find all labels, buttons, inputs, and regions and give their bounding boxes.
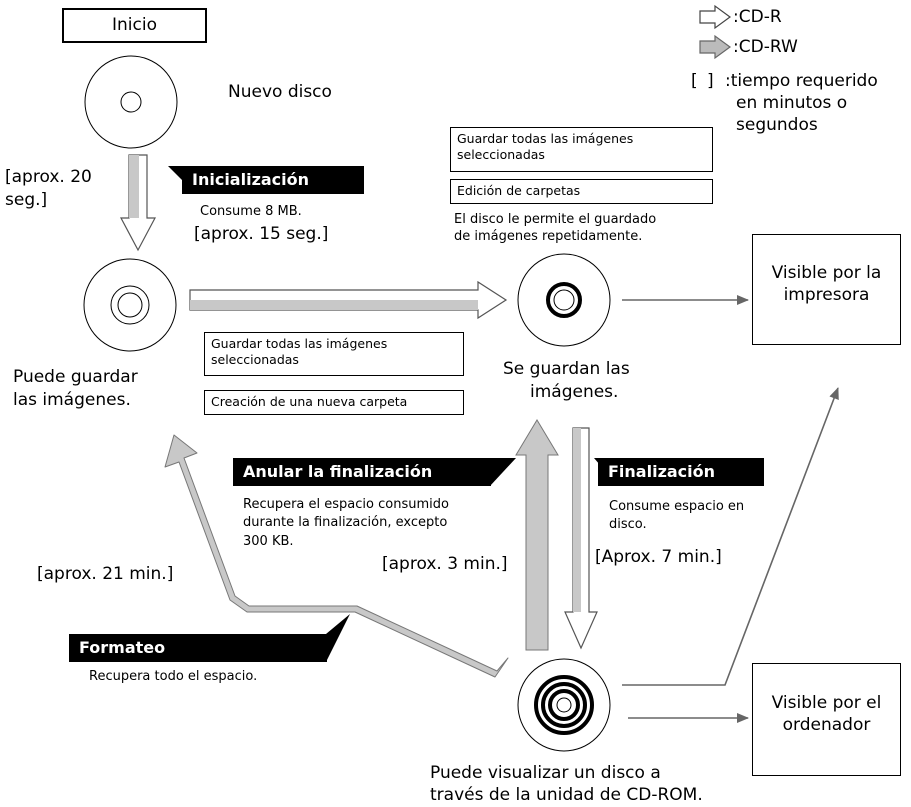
format-tag-notch	[326, 614, 350, 662]
init-cdrw-arrow	[129, 155, 139, 218]
legend-cdrw-label: :CD-RW	[733, 37, 798, 57]
finalize-desc-2: disco.	[609, 517, 647, 532]
new-disc-icon	[84, 55, 178, 149]
init-desc: Consume 8 MB.	[200, 204, 302, 219]
format-time: [aprox. 21 min.]	[37, 564, 174, 584]
saved-action-2: Edición de carpetas	[457, 183, 581, 198]
unfinalize-desc-2: durante la finalización, excepto	[243, 515, 448, 530]
ready-action-box-2: Creación de una nueva carpeta	[204, 390, 464, 415]
saved-disc-icon	[517, 253, 611, 347]
saved-note-1: El disco le permite el guardado	[454, 212, 657, 227]
finalize-cdrw-arrow	[573, 428, 581, 612]
ready-disc-label-1: Puede guardar	[13, 367, 138, 387]
legend-cdr-arrow-icon	[699, 4, 732, 30]
legend-brackets: [ ]	[691, 71, 716, 91]
printer-box: Visible por la impresora	[752, 234, 901, 345]
finalize-tag: Finalización	[598, 458, 764, 486]
saved-action-1-line1: Guardar todas las imágenes	[457, 131, 634, 146]
final-disc-label-1: Puede visualizar un disco a	[430, 763, 661, 783]
format-arrow	[164, 434, 509, 678]
init-tag: Inicialización	[182, 166, 364, 194]
finalize-time: [Aprox. 7 min.]	[595, 547, 722, 567]
unfinalize-desc-1: Recupera el espacio consumido	[243, 497, 449, 512]
legend-cdrw-arrow-icon	[699, 34, 732, 60]
ready-disc-icon	[83, 258, 177, 352]
init-time-left-2: seg.]	[5, 190, 48, 210]
computer-box: Visible por el ordenador	[752, 663, 901, 776]
start-box: Inicio	[62, 8, 207, 43]
legend-time-line1: :tiempo requerido	[725, 71, 878, 91]
format-tag: Formateo	[69, 634, 327, 662]
format-desc: Recupera todo el espacio.	[89, 669, 258, 684]
saved-disc-label-1: Se guardan las	[503, 359, 630, 379]
ready-action-box-1: Guardar todas las imágenes seleccionadas	[204, 332, 464, 376]
ready-action-2: Creación de una nueva carpeta	[211, 394, 408, 409]
saved-action-box-1: Guardar todas las imágenes seleccionadas	[450, 127, 713, 172]
save-cdrw-arrow	[190, 300, 478, 310]
legend-time-line3: segundos	[736, 115, 818, 135]
ready-action-1-line1: Guardar todas las imágenes	[211, 336, 388, 351]
legend-cdr-label: :CD-R	[733, 7, 782, 27]
legend-time-line2: en minutos o	[736, 93, 848, 113]
saved-disc-label-2: imágenes.	[530, 382, 619, 402]
unfinalize-tag: Anular la finalización	[233, 458, 491, 486]
final-to-printer-arrow	[622, 387, 839, 686]
final-disc-label-2: través de la unidad de CD-ROM.	[430, 785, 703, 805]
init-time: [aprox. 15 seg.]	[194, 224, 329, 244]
printer-box-line1: Visible por la	[771, 263, 882, 283]
init-tag-notch	[168, 166, 182, 180]
saved-note-2: de imágenes repetidamente.	[454, 229, 643, 244]
start-label: Inicio	[112, 15, 157, 35]
ready-disc-label-2: las imágenes.	[13, 390, 131, 410]
finalize-desc-1: Consume espacio en	[609, 499, 745, 514]
unfinalize-desc-3: 300 KB.	[243, 534, 294, 549]
init-time-left-1: [aprox. 20	[5, 167, 92, 187]
ready-action-1-line2: seleccionadas	[211, 352, 299, 367]
unfinalize-tag-notch	[490, 458, 516, 486]
unfinalize-arrow	[515, 419, 559, 651]
saved-action-box-2: Edición de carpetas	[450, 179, 713, 204]
new-disc-label: Nuevo disco	[228, 82, 332, 102]
computer-box-line2: ordenador	[782, 715, 871, 735]
printer-box-line2: impresora	[783, 285, 870, 305]
computer-box-line1: Visible por el	[771, 693, 882, 713]
finalized-disc-icon	[517, 658, 611, 752]
unfinalize-time: [aprox. 3 min.]	[382, 554, 508, 574]
saved-action-1-line2: seleccionadas	[457, 147, 545, 162]
